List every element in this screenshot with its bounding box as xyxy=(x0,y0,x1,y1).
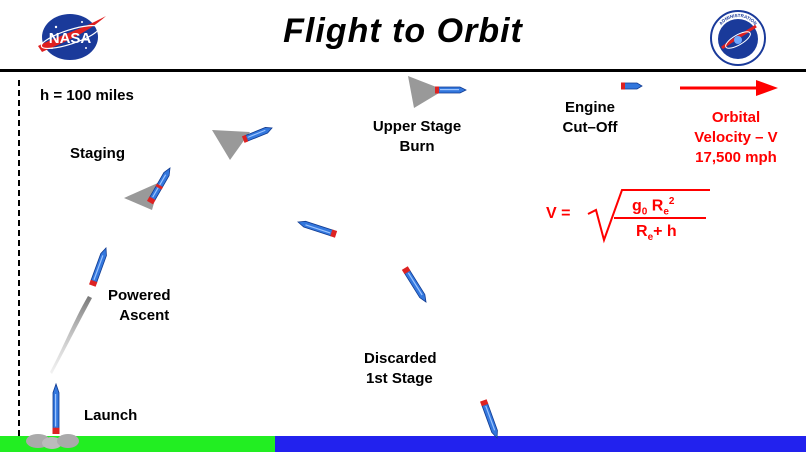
nasa-seal-icon: ADMINISTRATION xyxy=(710,10,766,66)
ascent-rocket xyxy=(88,246,110,288)
formula-radical xyxy=(587,189,710,244)
ground-sea xyxy=(275,436,806,452)
discarded-stage-3 xyxy=(479,398,501,440)
staging-rocket xyxy=(146,165,174,205)
formula-numerator: g0 Re2 xyxy=(632,196,675,218)
engine-cutoff-stage xyxy=(621,82,643,90)
title-divider xyxy=(0,69,806,72)
altitude-label: h = 100 miles xyxy=(40,87,134,104)
engine-cutoff-label: Engine Cut–Off xyxy=(562,99,618,136)
upper-stage-plume-2 xyxy=(408,76,444,108)
upper-stage-plume-1 xyxy=(212,130,250,160)
upper-stage-2 xyxy=(434,86,467,94)
powered-ascent-label: Powered Ascent xyxy=(108,287,171,324)
discarded-stage-1 xyxy=(296,218,338,239)
launch-smoke xyxy=(26,434,79,449)
ascent-plume xyxy=(50,296,92,374)
formula-lhs: V = xyxy=(546,205,571,222)
launch-label: Launch xyxy=(84,407,138,424)
orbital-velocity-arrow xyxy=(680,80,778,96)
staging-label: Staging xyxy=(70,145,125,162)
discarded-stage-2 xyxy=(401,265,430,305)
launch-rocket xyxy=(51,383,61,435)
upper-stage-burn-label: Upper Stage Burn xyxy=(372,118,462,155)
formula-denominator: Re+ h xyxy=(636,223,677,244)
orbital-velocity-label: Orbital Velocity – V 17,500 mph xyxy=(694,109,778,166)
page-title: Flight to Orbit xyxy=(283,12,523,50)
discarded-first-stage-label: Discarded 1st Stage xyxy=(364,350,437,387)
nasa-logo: NASA xyxy=(34,12,110,62)
altitude-reference-line xyxy=(18,80,20,436)
administration-seal: ADMINISTRATION xyxy=(710,10,766,66)
svg-text:NASA: NASA xyxy=(49,30,92,47)
nasa-meatball-icon: NASA xyxy=(38,14,106,60)
